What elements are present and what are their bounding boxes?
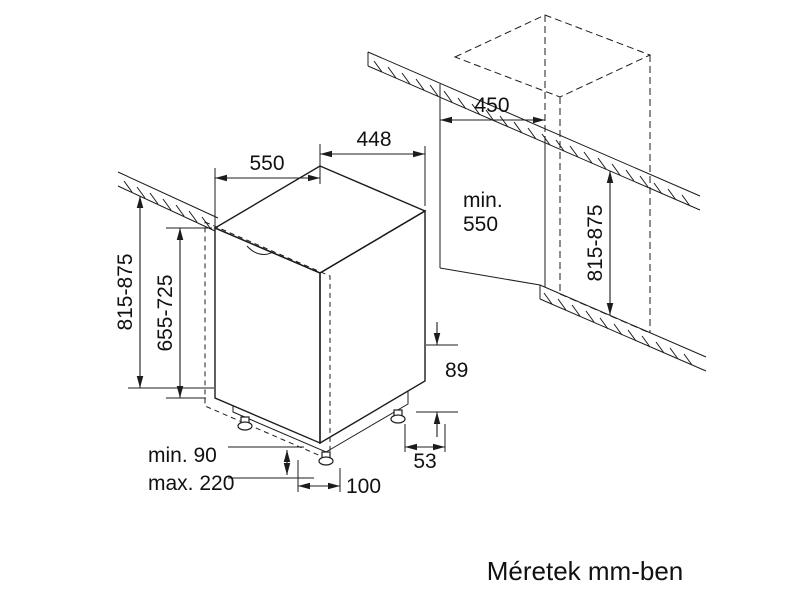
dishwasher-body <box>213 165 427 453</box>
dim-label-plinth-max: max. 220 <box>148 472 234 495</box>
dim-label-niche-height-right: 815-875 <box>584 204 607 281</box>
dim-label-rear-foot-inset: 53 <box>413 450 436 473</box>
dim-550: 550 <box>214 144 321 226</box>
dim-448: 448 <box>320 128 426 206</box>
dim-label-niche-width: 450 <box>474 94 509 117</box>
dim-label-top-depth: 550 <box>249 152 284 175</box>
foot-front-right <box>318 451 334 466</box>
dim-label-front-foot-inset: 100 <box>346 475 381 498</box>
adjustable-feet <box>237 409 406 466</box>
foot-front-left <box>237 416 253 431</box>
countertop-left <box>117 171 219 232</box>
dim-plinth-min-max: min. 90 max. 220 <box>148 444 314 495</box>
dishwasher-front-face <box>214 226 321 445</box>
dim-label-rear-base-height: 89 <box>445 359 468 382</box>
niche-dashed-outline <box>453 14 652 334</box>
dim-655-725: 655-725 <box>154 227 212 399</box>
door-handle <box>246 245 274 255</box>
dim-label-door-height: 655-725 <box>154 274 177 351</box>
niche-walls <box>439 84 546 287</box>
dim-450: 450 <box>440 94 545 124</box>
foot-rear <box>390 409 406 424</box>
floor-right <box>539 284 707 372</box>
dim-label-overall-height-left: 815-875 <box>114 253 137 330</box>
hatching-left <box>123 180 211 229</box>
dim-89: 89 <box>416 322 468 437</box>
dim-53: 53 <box>404 424 446 473</box>
dishwasher-side-face <box>319 209 426 445</box>
hatching-right-top <box>373 60 691 207</box>
countertop-right <box>367 51 701 211</box>
dim-label-plinth-min: min. 90 <box>148 444 217 467</box>
hatching-right-bottom <box>543 292 693 366</box>
door-panel-dashed <box>204 221 331 461</box>
dim-815-875-left: 815-875 <box>114 196 214 389</box>
dim-label-niche-depth-value: 550 <box>463 213 498 236</box>
dim-label-top-width: 448 <box>356 128 391 151</box>
dim-label-niche-depth-min: min. <box>463 189 503 212</box>
dim-100: 100 <box>297 460 381 498</box>
dim-815-875-right: 815-875 <box>584 171 614 315</box>
caption-units: Méretek mm-ben <box>487 556 684 586</box>
dim-min-550: min. 550 <box>463 189 503 236</box>
